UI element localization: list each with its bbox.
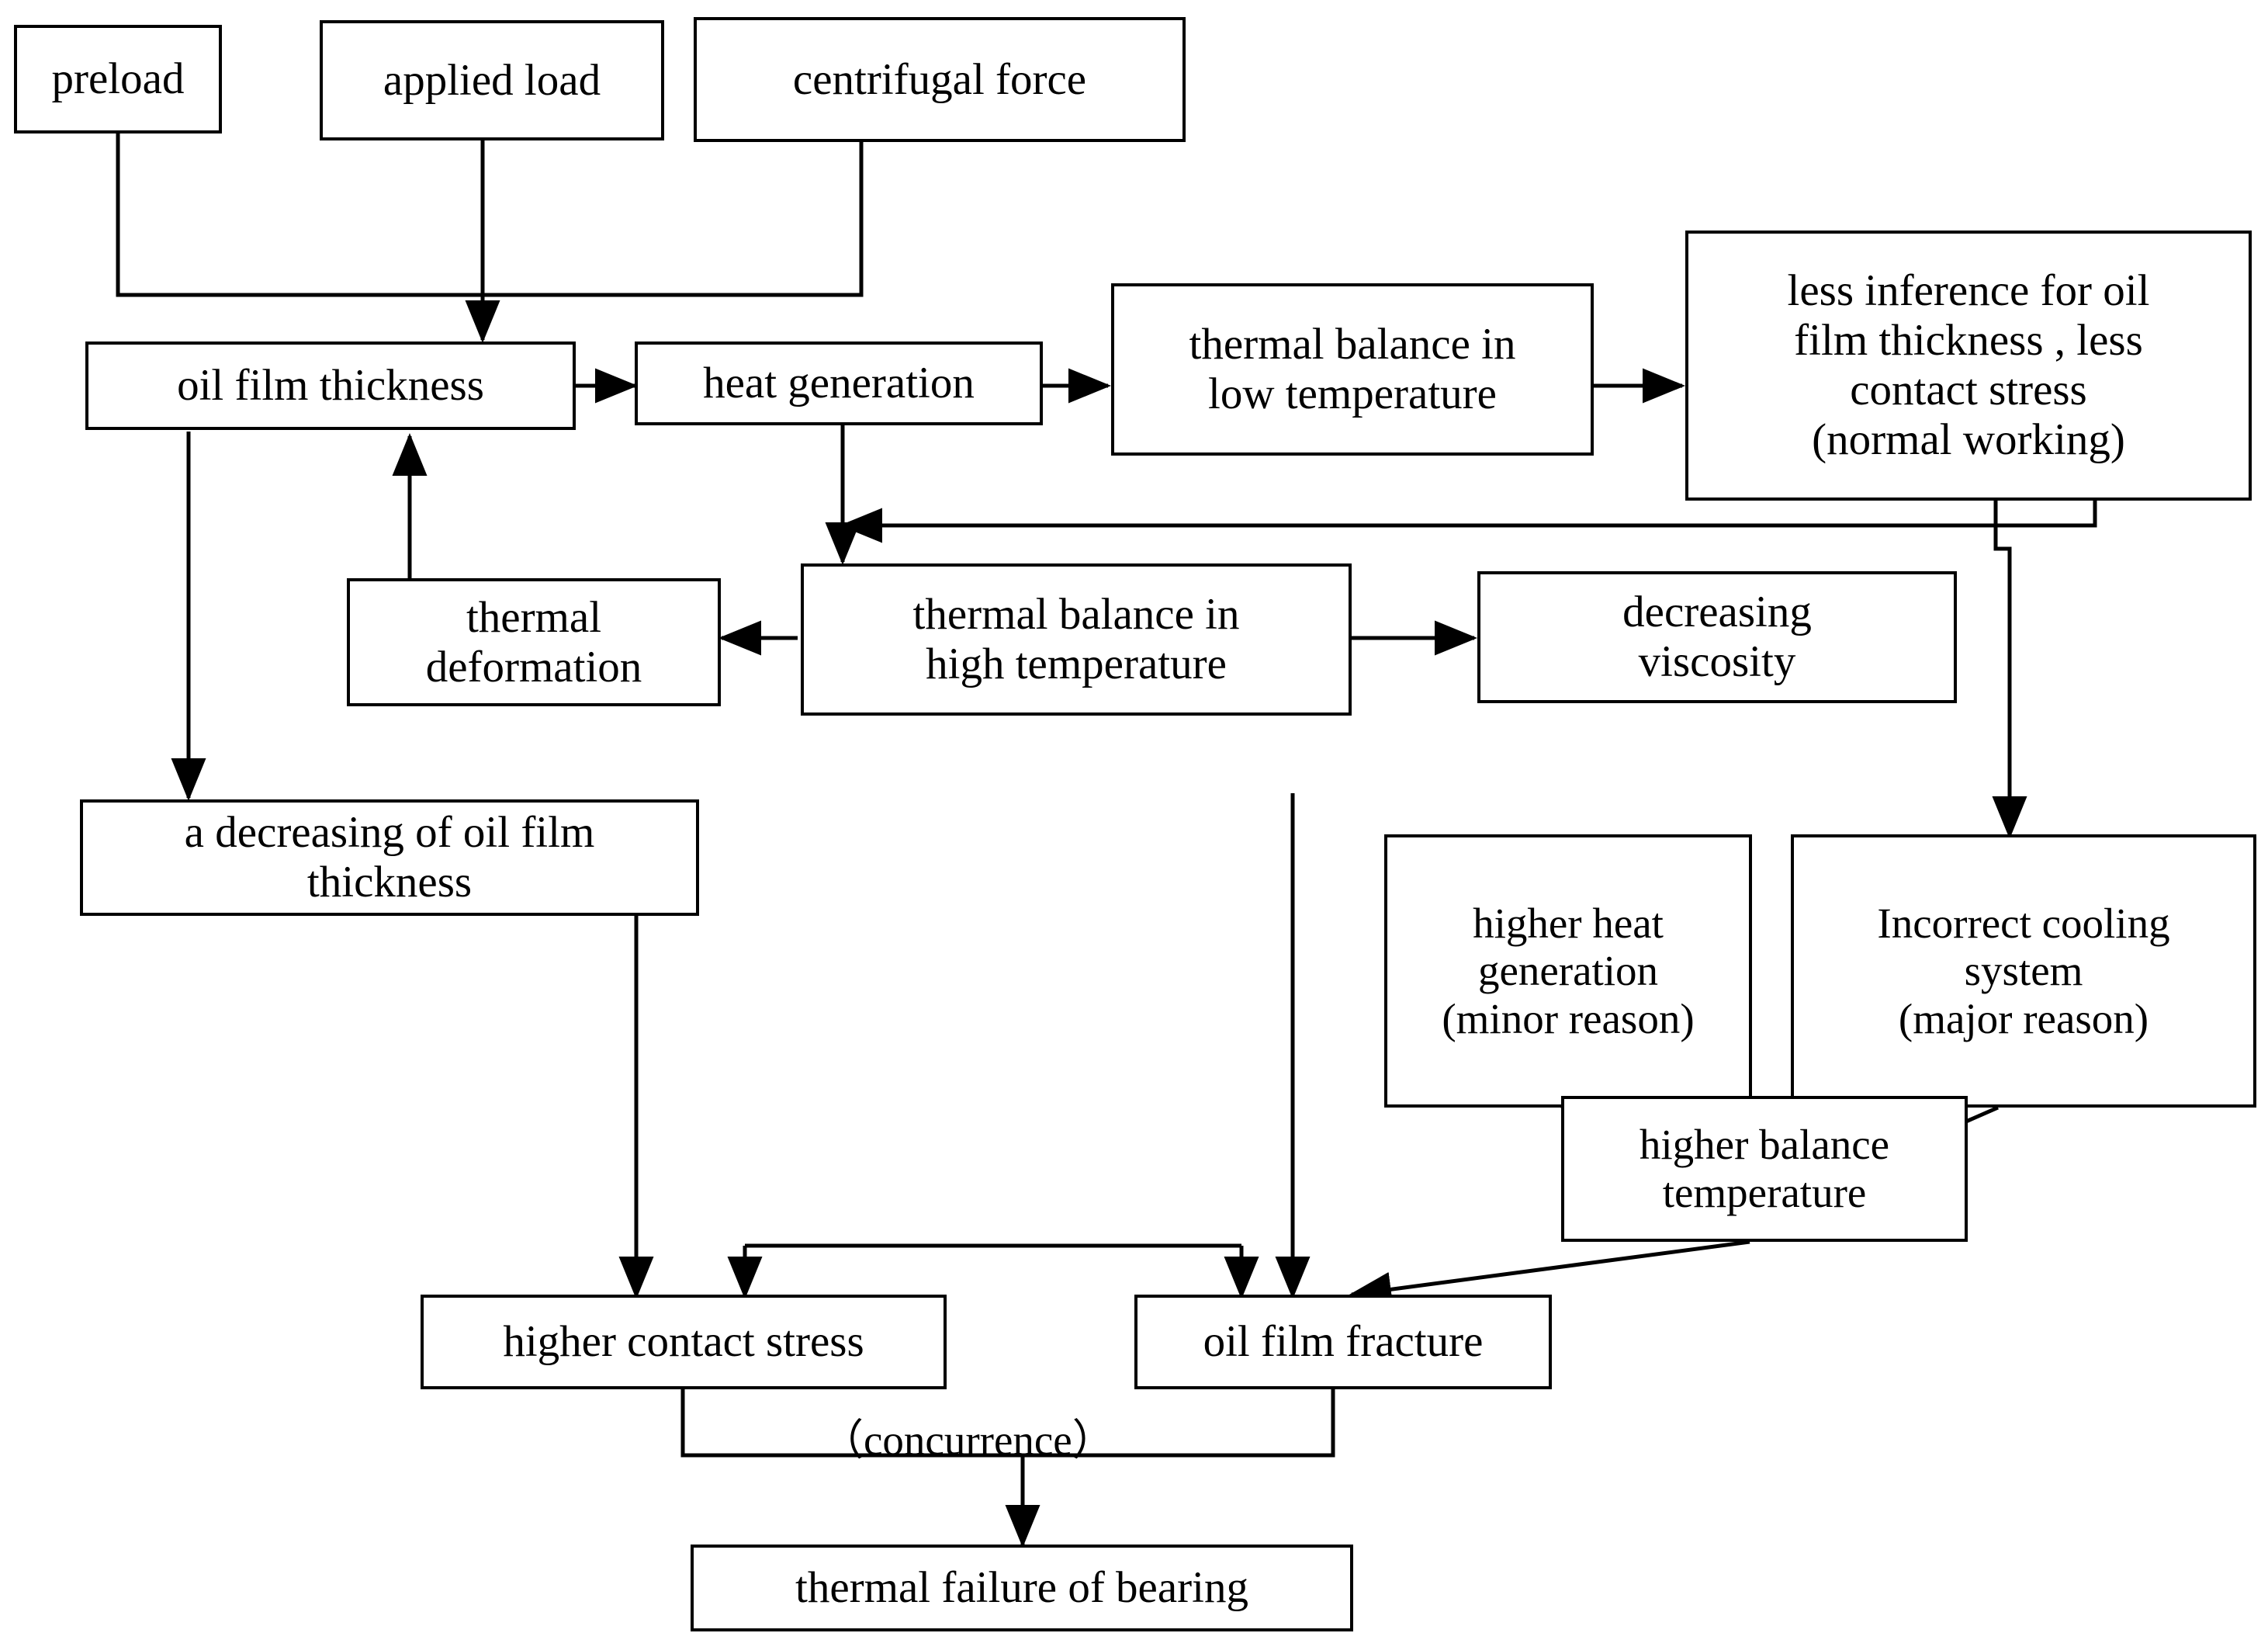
node-incorrect-cooling[interactable]: Incorrect cooling system (major reason) (1791, 834, 2256, 1108)
node-less-inference-label: less inference for oil film thickness , … (1787, 266, 2150, 464)
node-centrifugal-force-label: centrifugal force (792, 54, 1087, 104)
node-decreasing-oil-film-label: a decreasing of oil film thickness (184, 808, 595, 907)
node-thermal-balance-high-label: thermal balance in high temperature (912, 590, 1240, 688)
node-thermal-balance-high[interactable]: thermal balance in high temperature (801, 563, 1352, 716)
node-oil-film-thickness[interactable]: oil film thickness (85, 342, 576, 430)
annotation-concurrence-label: （concurrence） (821, 1416, 1115, 1464)
edge-preload-to-oil-film (116, 133, 483, 297)
node-preload[interactable]: preload (14, 25, 222, 133)
page-watermark (0, 1602, 2268, 1633)
node-thermal-balance-low-label: thermal balance in low temperature (1189, 320, 1516, 418)
edge-concurrence-bracket (680, 1362, 1335, 1458)
node-higher-balance-temperature-label: higher balance temperature (1639, 1121, 1890, 1216)
node-thermal-balance-low[interactable]: thermal balance in low temperature (1111, 283, 1594, 456)
node-oil-film-thickness-label: oil film thickness (177, 361, 484, 411)
node-less-inference[interactable]: less inference for oil film thickness , … (1685, 231, 2252, 501)
node-higher-heat-generation[interactable]: higher heat generation (minor reason) (1384, 834, 1752, 1108)
node-higher-contact-stress[interactable]: higher contact stress (421, 1295, 947, 1389)
edge-centrifugal-to-oil-film (483, 142, 864, 297)
node-centrifugal-force[interactable]: centrifugal force (694, 17, 1186, 142)
node-heat-generation[interactable]: heat generation (635, 342, 1043, 425)
node-oil-film-fracture[interactable]: oil film fracture (1134, 1295, 1552, 1389)
node-thermal-deformation-label: thermal deformation (425, 592, 642, 692)
node-thermal-failure[interactable]: thermal failure of bearing (691, 1545, 1353, 1631)
node-thermal-failure-label: thermal failure of bearing (795, 1563, 1248, 1613)
node-preload-label: preload (51, 54, 185, 104)
node-decreasing-oil-film[interactable]: a decreasing of oil film thickness (80, 799, 699, 916)
node-oil-film-fracture-label: oil film fracture (1203, 1317, 1484, 1367)
node-higher-contact-stress-label: higher contact stress (503, 1317, 864, 1367)
node-applied-load-label: applied load (383, 55, 601, 105)
node-higher-heat-generation-label: higher heat generation (minor reason) (1442, 899, 1695, 1042)
edge-balance-temperature-to-oil-film-fracture (1349, 1239, 1750, 1307)
node-decreasing-viscosity[interactable]: decreasing viscosity (1477, 571, 1957, 703)
node-decreasing-viscosity-label: decreasing viscosity (1622, 588, 1812, 686)
node-heat-generation-label: heat generation (703, 359, 975, 408)
annotation-concurrence: （concurrence） (821, 1405, 1115, 1467)
node-higher-balance-temperature[interactable]: higher balance temperature (1561, 1096, 1968, 1242)
node-applied-load[interactable]: applied load (320, 20, 664, 140)
edge-less-inference-to-incorrect-cooling (1992, 501, 2027, 840)
edge-less-inference-to-balance-high (839, 501, 2097, 543)
node-thermal-deformation[interactable]: thermal deformation (347, 578, 721, 706)
node-incorrect-cooling-label: Incorrect cooling system (major reason) (1877, 899, 2170, 1042)
